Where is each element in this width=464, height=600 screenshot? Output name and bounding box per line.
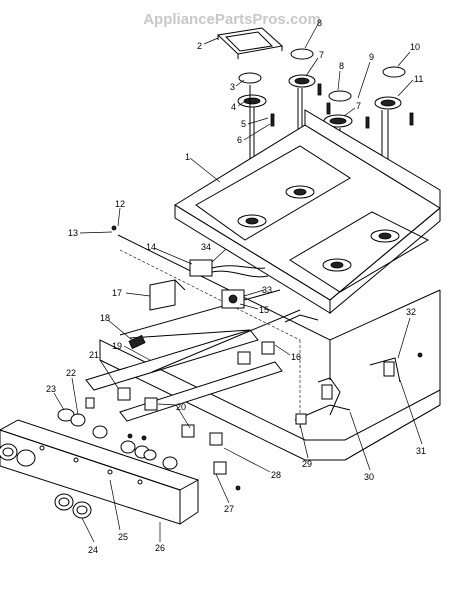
control-panel [0,419,200,525]
callout-7-rear: 7 [319,50,324,60]
callout-7-front: 7 [356,101,361,111]
callout-27: 27 [224,504,234,514]
gas-manifold [85,289,301,422]
knob-bezels [57,397,178,470]
callout-2: 2 [197,41,202,51]
burner-head-rear-center [288,74,316,88]
callout-9: 9 [369,52,374,62]
callout-4: 4 [231,102,236,112]
control-knobs [0,443,92,519]
callout-29: 29 [302,459,312,469]
screws [111,225,423,491]
callout-23: 23 [46,384,56,394]
orifice-spud [128,334,146,350]
callout-3: 3 [230,82,235,92]
callout-17: 17 [112,288,122,298]
callout-13: 13 [68,228,78,238]
callout-5: 5 [241,119,246,129]
burner-cap-rear-center [290,48,314,60]
callout-16: 16 [291,352,301,362]
burner-tubes [284,314,401,425]
range-chassis [99,234,441,461]
pressure-regulator [221,289,245,309]
igniter-electrodes [270,83,414,129]
burner-head-right [374,96,402,110]
callout-18: 18 [100,313,110,323]
callout-21: 21 [89,350,99,360]
gas-valves [117,341,275,475]
burner-head-left [237,94,267,108]
callout-labels: 1 2 3 4 5 6 7 7 8 8 9 10 11 12 13 14 15 … [46,18,426,555]
burner-cap-left [238,72,262,84]
callout-20: 20 [176,402,186,412]
callout-25: 25 [118,532,128,542]
cooktop [174,109,441,315]
callout-6: 6 [237,135,242,145]
callout-8-front: 8 [339,61,344,71]
callout-15: 15 [259,305,269,315]
leader-lines [53,23,423,543]
callout-30: 30 [364,472,374,482]
callout-14: 14 [146,242,156,252]
burner-cap-front-center [328,90,352,102]
callout-34: 34 [201,242,211,252]
callout-19: 19 [112,341,122,351]
callout-11: 11 [414,74,423,84]
callout-12: 12 [115,199,125,209]
callout-22: 22 [66,368,76,378]
spark-module [189,259,269,278]
callout-33: 33 [262,285,272,295]
callout-31: 31 [416,446,426,456]
callout-26: 26 [155,543,165,553]
callout-32: 32 [406,307,416,317]
callout-1: 1 [185,152,190,162]
callout-28: 28 [271,470,281,480]
mounting-bracket [149,279,186,311]
callout-24: 24 [88,545,98,555]
burner-cap-right [382,66,406,78]
grate [216,27,284,59]
watermark-text: AppliancePartsPros.com [143,11,321,28]
callout-8-top: 8 [317,18,322,28]
callout-10: 10 [410,42,420,52]
